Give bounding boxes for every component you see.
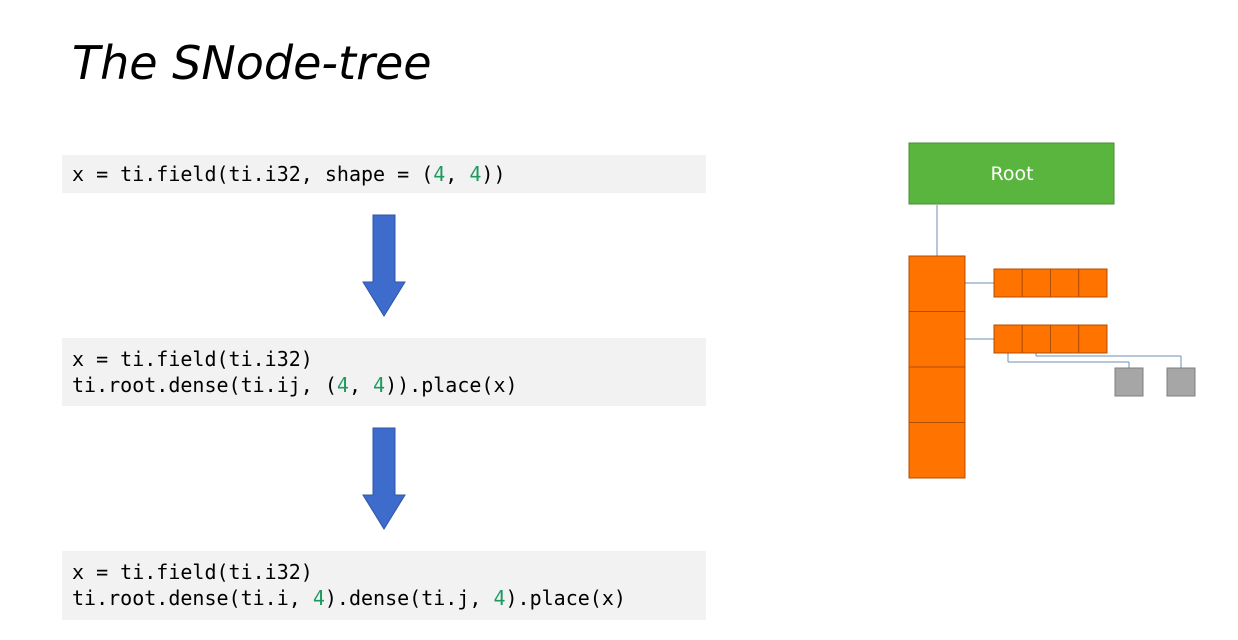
column-cell <box>908 422 966 479</box>
code-line: x = ti.field(ti.i32) <box>72 559 696 585</box>
code-text: x = ti.field(ti.i32, shape = ( <box>72 162 434 186</box>
code-text: , <box>445 162 470 186</box>
code-block-dense-ij: x = ti.field(ti.i32)ti.root.dense(ti.ij,… <box>62 338 706 406</box>
code-text: x = ti.field(ti.i32) <box>72 560 313 584</box>
row-cell <box>1050 268 1080 298</box>
code-text: , <box>348 373 374 397</box>
code-line: ti.root.dense(ti.ij, (4, 4)).place(x) <box>72 372 696 398</box>
code-number: 4 <box>493 586 506 610</box>
row-cell <box>993 324 1023 354</box>
row-cell <box>993 268 1023 298</box>
code-text: ).dense(ti.j, <box>324 586 494 610</box>
code-text: x = ti.field(ti.i32) <box>72 347 313 371</box>
code-line: x = ti.field(ti.i32, shape = (4, 4)) <box>72 161 696 187</box>
row-cell <box>1078 268 1108 298</box>
code-number: 4 <box>469 162 482 186</box>
code-number: 4 <box>373 373 386 397</box>
code-text: )).place(x) <box>385 373 518 397</box>
root-node <box>908 142 1115 205</box>
leaf-node <box>1114 367 1144 397</box>
code-block-dense-i-j: x = ti.field(ti.i32)ti.root.dense(ti.i, … <box>62 551 706 620</box>
column-cell <box>908 366 966 423</box>
code-number: 4 <box>336 373 349 397</box>
code-number: 4 <box>433 162 446 186</box>
code-text: )) <box>481 162 506 186</box>
leaf-node <box>1166 367 1196 397</box>
row-cell <box>1050 324 1080 354</box>
code-number: 4 <box>312 586 325 610</box>
slide-title: The SNode-tree <box>72 36 432 90</box>
row-cell <box>1021 324 1051 354</box>
column-cell <box>908 311 966 368</box>
column-cell <box>908 255 966 312</box>
code-text: ti.root.dense(ti.ij, ( <box>72 373 337 397</box>
code-text: ti.root.dense(ti.i, <box>72 586 313 610</box>
code-line: ti.root.dense(ti.i, 4).dense(ti.j, 4).pl… <box>72 585 696 611</box>
down-arrow-1 <box>362 214 406 317</box>
root-label: Root <box>990 163 1033 185</box>
down-arrow-2 <box>362 427 406 530</box>
code-line: x = ti.field(ti.i32) <box>72 346 696 372</box>
row-cell <box>1078 324 1108 354</box>
code-text: ).place(x) <box>505 586 626 610</box>
code-block-shape-field: x = ti.field(ti.i32, shape = (4, 4)) <box>62 155 706 193</box>
row-cell <box>1021 268 1051 298</box>
